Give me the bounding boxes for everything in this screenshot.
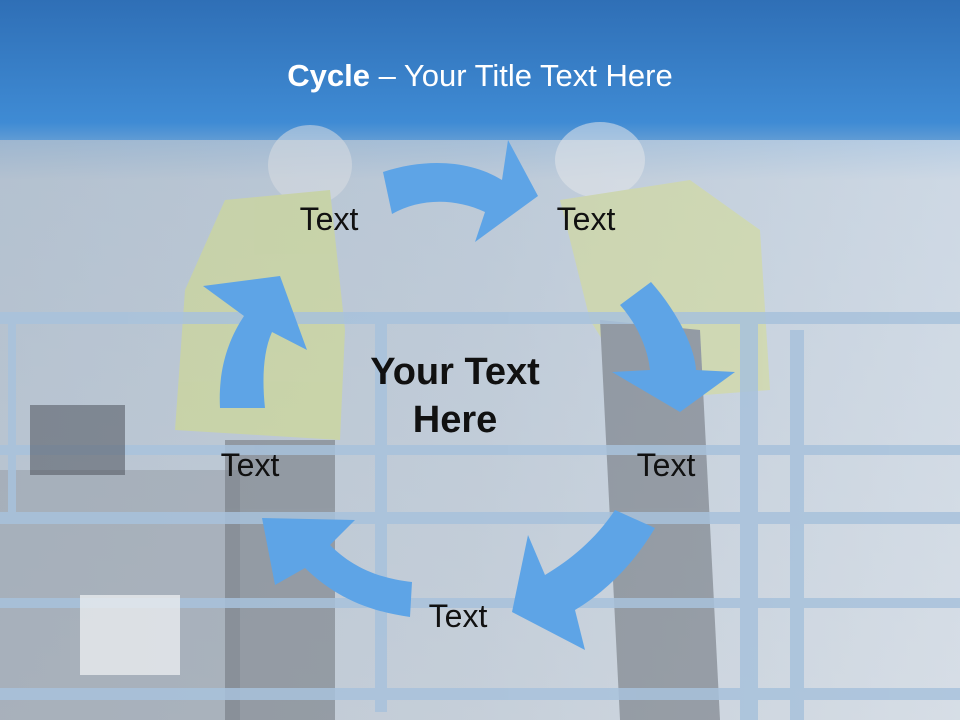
slide-title-rest: – Your Title Text Here: [370, 58, 673, 93]
cycle-label-2: Text: [556, 201, 616, 237]
cycle-label-4: Text: [428, 598, 488, 634]
center-text: Your Text Here: [370, 351, 540, 441]
slide-title: Cycle – Your Title Text Here: [0, 56, 960, 96]
cycle-arrow-icon: [512, 510, 655, 650]
cycle-arrow-icon: [612, 282, 735, 412]
cycle-label-3: Text: [636, 447, 696, 483]
cycle-arrow-icon: [203, 276, 307, 408]
cycle-arrow-icon: [383, 140, 538, 242]
cycle-arrow-icon: [262, 518, 412, 617]
slide-title-bold: Cycle: [287, 58, 370, 93]
cycle-label-1: Text: [299, 201, 359, 237]
cycle-label-5: Text: [220, 447, 280, 483]
